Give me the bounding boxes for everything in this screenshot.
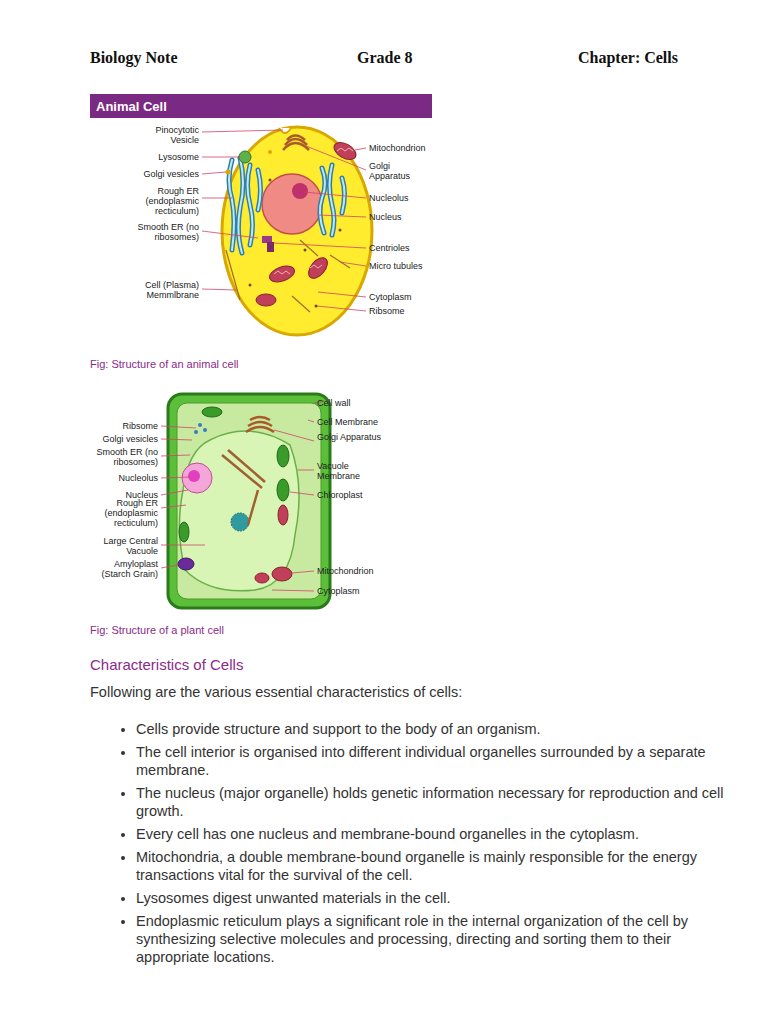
- part-label: Centrioles: [369, 243, 449, 253]
- part-label: Golgi Apparatus: [317, 432, 397, 442]
- part-label: Amyloplast (Starch Grain): [94, 559, 158, 579]
- header-text: Chapter: Cells: [578, 49, 678, 67]
- part-label: Ribsome: [369, 306, 449, 316]
- part-label: Golgi Apparatus: [369, 161, 415, 181]
- part-label: Cell (Plasma) Memmlbrane: [137, 280, 199, 300]
- leader-lines: [161, 401, 324, 591]
- part-label: Nucleolus: [369, 193, 449, 203]
- animal-cell: [202, 127, 372, 335]
- part-label: Mitochondrion: [369, 143, 449, 153]
- part-label: Pinocytotic Vesicle: [139, 125, 199, 145]
- header-text: Biology Note: [90, 49, 178, 67]
- part-label: Rough ER (endoplasmic recticulum): [98, 498, 158, 528]
- bullet-item: The cell interior is organised into diff…: [136, 743, 726, 779]
- part-label: Mitochondrion: [317, 566, 397, 576]
- part-label: Cell Membrane: [317, 417, 397, 427]
- part-label: Nucleolus: [98, 473, 158, 483]
- section-heading: Characteristics of Cells: [90, 656, 243, 673]
- header-text: Grade 8: [357, 49, 413, 67]
- figure-caption: Fig: Structure of an animal cell: [90, 358, 239, 370]
- part-label: Nucleus: [369, 212, 449, 222]
- part-label: Cytoplasm: [369, 292, 449, 302]
- bullet-list: Cells provide structure and support to t…: [108, 720, 726, 971]
- part-label: Smooth ER (no ribosomes): [94, 447, 158, 467]
- part-label: Rough ER (endoplasmic recticulum): [139, 186, 199, 216]
- part-label: Vacuole Membrane: [317, 461, 363, 481]
- bullet-item: Cells provide structure and support to t…: [136, 720, 726, 738]
- part-label: Chloroplast: [317, 490, 397, 500]
- bullet-item: Lysosomes digest unwanted materials in t…: [136, 889, 726, 907]
- figure-caption: Fig: Structure of a plant cell: [90, 624, 224, 636]
- bullet-item: Mitochondria, a double membrane-bound or…: [136, 848, 726, 884]
- leader-lines: [202, 130, 366, 311]
- part-label: Ribsome: [98, 421, 158, 431]
- part-label: Golgi vesicles: [129, 169, 199, 179]
- intro-text: Following are the various essential char…: [90, 684, 462, 700]
- part-label: Lysosome: [139, 152, 199, 162]
- plant-cell: [161, 394, 330, 608]
- part-label: Micro tubules: [369, 261, 449, 271]
- bullet-item: The nucleus (major organelle) holds gene…: [136, 784, 726, 820]
- part-label: Golgi vesicles: [88, 434, 158, 444]
- part-label: Smooth ER (no ribosomes): [135, 222, 199, 242]
- band-title: Animal Cell: [96, 99, 167, 114]
- part-label: Large Central Vacuole: [98, 536, 158, 556]
- title-band: Animal Cell: [90, 94, 432, 118]
- bullet-item: Endoplasmic reticulum plays a significan…: [136, 912, 726, 966]
- part-label: Cytoplasm: [317, 586, 397, 596]
- bullet-item: Every cell has one nucleus and membrane-…: [136, 825, 726, 843]
- part-label: Cell wall: [317, 398, 397, 408]
